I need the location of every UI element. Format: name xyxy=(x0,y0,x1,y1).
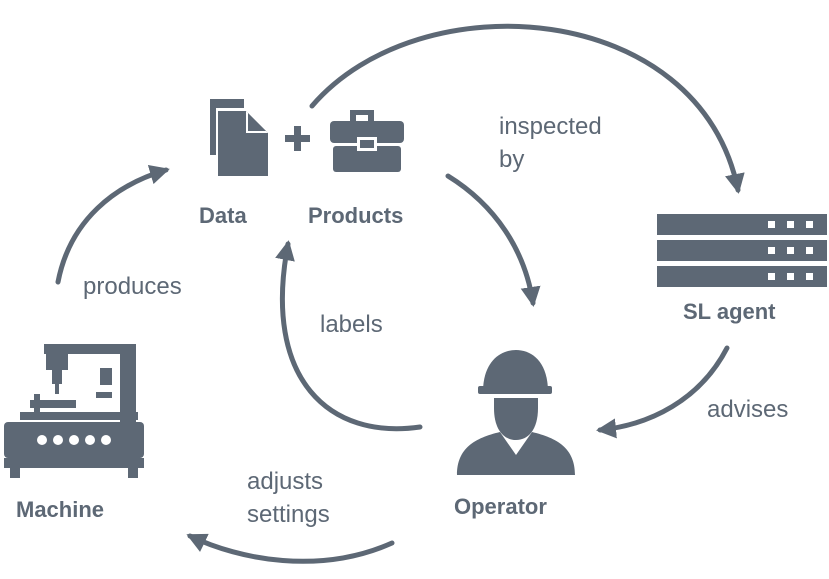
arrow-products-to-operator xyxy=(445,173,541,307)
arrow-operator-to-data xyxy=(275,240,423,432)
edge-label-produces: produces xyxy=(83,273,182,300)
machine-icon xyxy=(4,344,144,478)
edge-label-inspected-by: inspected by xyxy=(499,113,602,173)
node-label-operator: Operator xyxy=(454,494,547,519)
arrow-sl-agent-to-operator xyxy=(596,345,730,439)
document-icon xyxy=(210,99,268,176)
worker-icon xyxy=(457,350,575,475)
node-label-sl-agent: SL agent xyxy=(683,299,776,324)
node-label-machine: Machine xyxy=(16,497,105,522)
arrow-data-to-sl-agent xyxy=(309,23,745,194)
briefcase-icon xyxy=(330,110,404,172)
node-label-data: Data xyxy=(199,203,247,228)
edge-label-advises: advises xyxy=(707,396,789,423)
edge-label-labels: labels xyxy=(320,311,383,338)
arrow-operator-to-machine xyxy=(186,533,395,564)
node-label-products: Products xyxy=(308,203,404,228)
edge-label-adjusts-settings: adjusts settings xyxy=(247,468,330,528)
arrow-machine-to-data xyxy=(55,164,170,285)
plus-icon xyxy=(285,126,310,151)
server-icon xyxy=(657,214,827,287)
